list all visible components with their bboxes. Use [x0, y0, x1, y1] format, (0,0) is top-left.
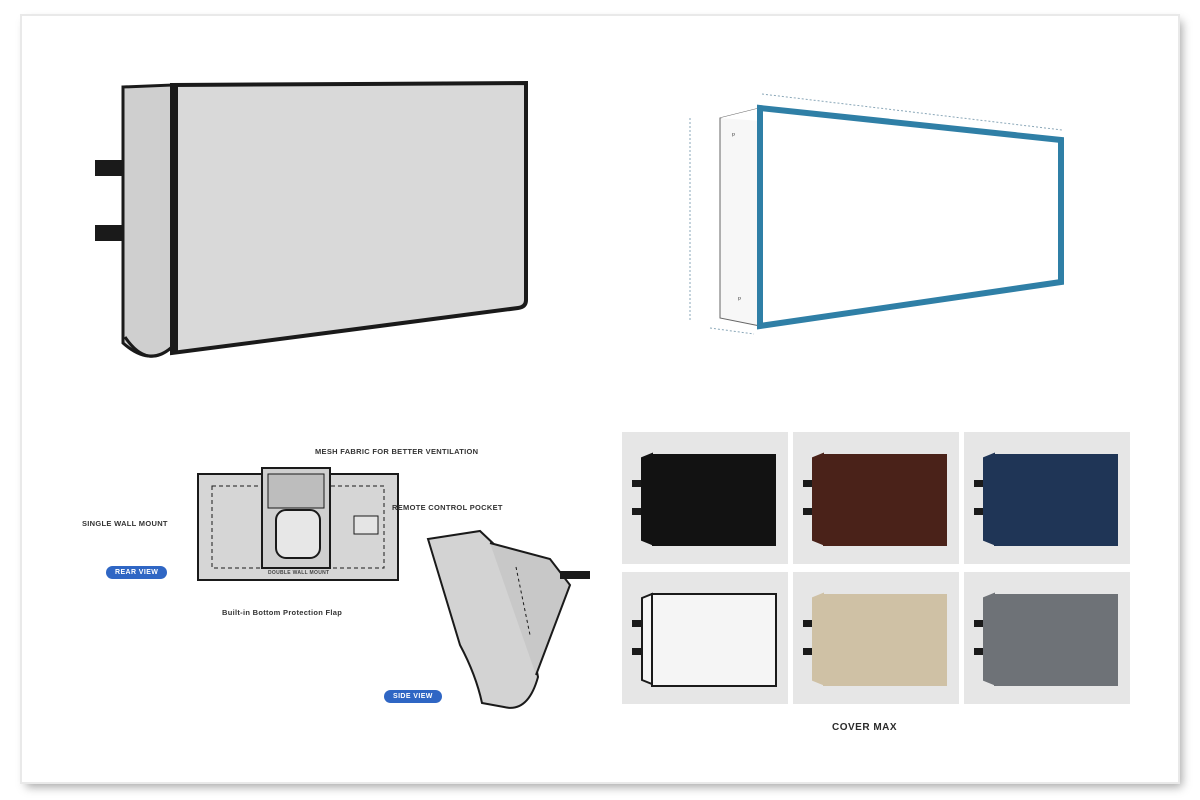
swatch-brown [793, 432, 959, 564]
mesh-fabric-callout: MESH FABRIC FOR BETTER VENTILATION [315, 447, 479, 456]
brand-label: COVER MAX [832, 722, 898, 733]
swatch-navy [964, 432, 1130, 564]
side-view-diagram [420, 525, 600, 715]
swatch-black [622, 432, 788, 564]
wall-mount-callout: SINGLE WALL MOUNT [82, 519, 168, 528]
rear-view-diagram [190, 460, 410, 585]
swatch-beige [793, 572, 959, 704]
swatch-white [622, 572, 788, 704]
svg-text:ᵖ: ᵖ [732, 131, 735, 140]
remote-pocket-callout: REMOTE CONTROL POCKET [392, 503, 503, 512]
flap-panel-label: DOUBLE WALL MOUNT [268, 570, 330, 576]
bottom-flap-callout: Built-in Bottom Protection Flap [222, 608, 343, 617]
svg-text:ᵖ: ᵖ [738, 295, 741, 304]
swatch-gray [964, 572, 1130, 704]
rear-view-label: REAR VIEW [106, 566, 168, 579]
gray-tv-cover-image [90, 75, 540, 375]
side-view-label: SIDE VIEW [384, 690, 442, 703]
tv-cover-dimension-diagram: ᵖ ᵖ [680, 88, 1080, 338]
